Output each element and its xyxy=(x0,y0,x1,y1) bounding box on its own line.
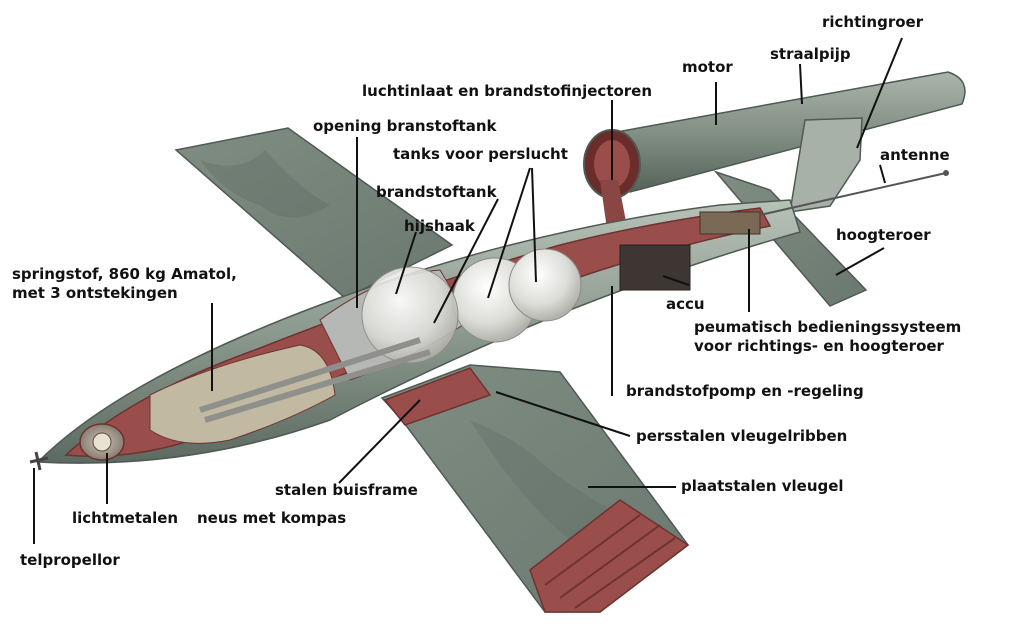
nose-propeller xyxy=(29,451,49,471)
label-hijshaak: hijshaak xyxy=(404,217,475,235)
right-wing-camouflage xyxy=(470,420,630,547)
battery-block xyxy=(619,244,691,291)
label-buisframe: stalen buisframe xyxy=(275,481,418,499)
steel-tube-frame xyxy=(199,337,431,423)
label-tanks-perslucht: tanks voor perslucht xyxy=(393,145,568,163)
left-wing-camouflage xyxy=(200,150,330,218)
pulse-jet-tube xyxy=(598,71,966,193)
label-pneumatisch: peumatisch bedieningssysteem voor richti… xyxy=(694,318,962,355)
label-accu: accu xyxy=(666,295,705,313)
right-wing-cutaway xyxy=(529,499,690,613)
pneumatic-unit xyxy=(699,211,761,235)
leader-lines xyxy=(33,37,903,544)
leader-accu xyxy=(662,275,690,286)
wing-root-ribs xyxy=(383,367,492,426)
nose-compass-dial xyxy=(92,432,112,452)
label-brandstofpomp: brandstofpomp en -regeling xyxy=(626,382,864,400)
label-springstof: springstof, 860 kg Amatol, met 3 ontstek… xyxy=(12,265,237,302)
label-luchtinlaat: luchtinlaat en brandstofinjectoren xyxy=(362,82,653,100)
label-straalpijp: straalpijp xyxy=(770,45,851,63)
antenna-tip xyxy=(943,170,949,176)
left-wing xyxy=(174,127,454,299)
label-vleugelribben: persstalen vleugelribben xyxy=(636,427,848,445)
label-brandstoftank: brandstoftank xyxy=(376,183,497,201)
label-telpropellor: telpropellor xyxy=(20,551,120,569)
label-richtingroer: richtingroer xyxy=(822,13,924,31)
label-neus-kompas: neus met kompas xyxy=(197,509,347,527)
rudder-fin xyxy=(789,117,863,213)
leader-antenne xyxy=(879,164,886,184)
right-wing-ribs xyxy=(544,514,676,609)
leader-hijshaak xyxy=(395,231,417,295)
leader-buisframe xyxy=(338,399,421,484)
leader-tanks-1 xyxy=(487,167,531,299)
leader-straalpijp xyxy=(799,63,803,105)
fuel-tank-sphere xyxy=(361,266,459,364)
leader-tanks-2 xyxy=(531,167,537,283)
label-motor: motor xyxy=(682,58,733,76)
label-plaatstalen: plaatstalen vleugel xyxy=(681,477,844,495)
label-antenne: antenne xyxy=(880,146,950,164)
leader-brandstoftank xyxy=(433,198,499,324)
label-opening-tank: opening branstoftank xyxy=(313,117,497,135)
air-sphere-2 xyxy=(508,248,582,322)
leader-vleugelribben xyxy=(495,391,631,437)
antenna-rod xyxy=(759,172,947,216)
leader-hoogteroer xyxy=(835,247,885,276)
label-hoogteroer: hoogteroer xyxy=(836,226,931,244)
leader-richtingroer xyxy=(856,37,903,149)
label-lichtmetalen: lichtmetalen xyxy=(72,509,179,527)
